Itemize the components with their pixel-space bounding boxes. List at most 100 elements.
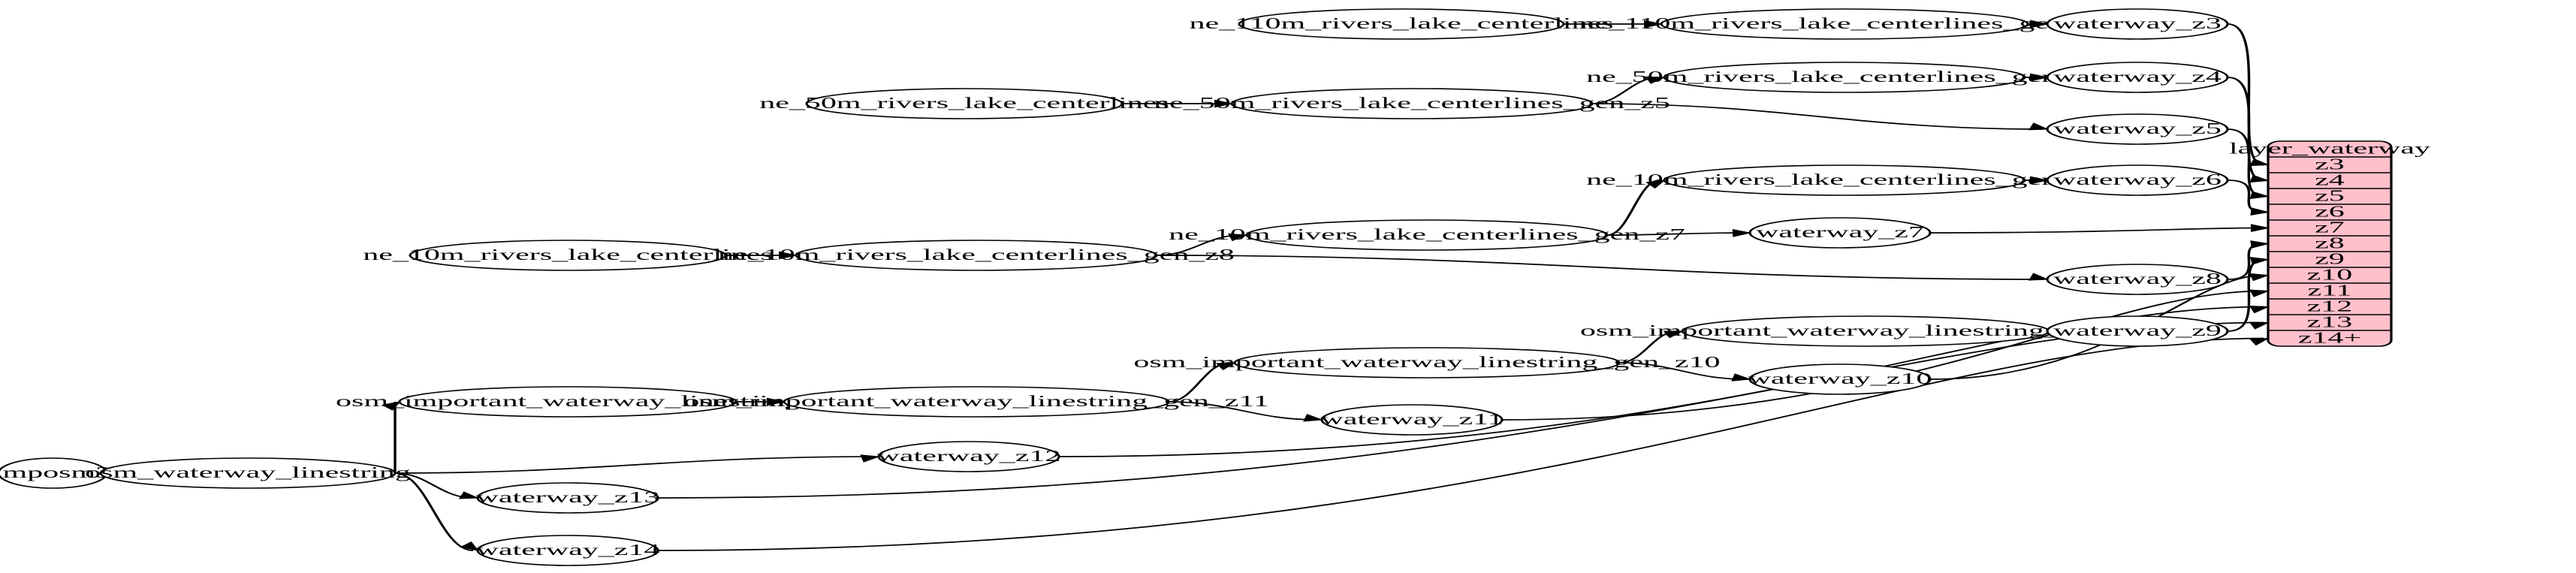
edge-waterway_z4-to-layer_waterway_z4	[2227, 77, 2270, 183]
arrow-head-icon	[2249, 289, 2270, 297]
node-imposm3[interactable]: imposm3	[0, 457, 111, 489]
edge-ne_10m_rivers_lake_centerlines_gen_z6-to-waterway_z6	[2025, 176, 2050, 185]
node-ellipse[interactable]	[476, 535, 659, 566]
edge-ne_50m_rivers_lake_centerlines_gen_z4-to-waterway_z4	[2025, 73, 2050, 82]
edge-waterway_z8-to-layer_waterway_z8	[2227, 240, 2270, 280]
node-ellipse[interactable]	[1681, 315, 2050, 347]
edge-ne_10m_rivers_lake_centerlines_gen_z8-to-waterway_z8	[1156, 255, 2050, 281]
edge-osm_important_waterway_linestring-to-osm_important_waterway_linestring_gen_z11	[736, 397, 786, 406]
edge-line	[1618, 362, 1746, 380]
edge-ne_110m_rivers_lake_centerlines-to-ne_110m_rivers_lake_centerlines_gen_z3	[1564, 20, 1664, 29]
node-ne_10m_rivers_lake_centerlines_gen_z8[interactable]: ne_10m_rivers_lake_centerlines_gen_z8	[718, 240, 1235, 271]
node-ellipse[interactable]	[2046, 8, 2229, 40]
node-ne_10m_rivers_lake_centerlines_gen_z7[interactable]: ne_10m_rivers_lake_centerlines_gen_z7	[1169, 219, 1685, 251]
edge-line	[1156, 255, 2044, 280]
node-waterway_z11[interactable]: waterway_z11	[1320, 404, 1504, 436]
node-ellipse[interactable]	[2046, 264, 2229, 295]
edge-line	[1929, 227, 2264, 234]
node-ellipse[interactable]	[1233, 347, 1621, 378]
node-ellipse[interactable]	[2046, 164, 2229, 196]
edge-osm_waterway_linestring-to-waterway_z14	[394, 472, 479, 551]
edge-line	[1606, 179, 1661, 236]
node-ne_50m_rivers_lake_centerlines_gen_z5[interactable]: ne_50m_rivers_lake_centerlines_gen_z5	[1154, 88, 1670, 119]
edge-line	[1168, 362, 1231, 403]
edge-line	[1168, 401, 1318, 421]
node-waterway_z12[interactable]: waterway_z12	[877, 441, 1061, 472]
node-ellipse[interactable]	[1230, 88, 1594, 119]
edge-osm_waterway_linestring-to-waterway_z12	[394, 454, 881, 474]
node-ellipse[interactable]	[99, 457, 397, 489]
arrow-head-icon	[2249, 273, 2270, 282]
arrow-head-icon	[2028, 122, 2050, 131]
node-ne_110m_rivers_lake_centerlines[interactable]: ne_110m_rivers_lake_centerlines	[1190, 8, 1614, 40]
arrow-head-icon	[779, 251, 798, 260]
arrow-head-icon	[381, 401, 401, 411]
edge-line	[1501, 290, 2264, 421]
node-ne_50m_rivers_lake_centerlines_gen_z4[interactable]: ne_50m_rivers_lake_centerlines_gen_z4	[1586, 62, 2103, 93]
node-ellipse[interactable]	[1245, 219, 1609, 251]
edge-line	[657, 337, 2264, 551]
node-waterway_z3[interactable]: waterway_z3	[2046, 8, 2229, 40]
arrow-head-icon	[1303, 414, 1324, 422]
node-ellipse[interactable]	[805, 88, 1124, 119]
arrow-head-icon	[1731, 373, 1752, 381]
edge-ne_110m_rivers_lake_centerlines_gen_z3-to-waterway_z3	[2028, 20, 2050, 29]
node-ellipse[interactable]	[409, 240, 727, 271]
node-ellipse[interactable]	[2046, 113, 2229, 145]
node-ne_10m_rivers_lake_centerlines_gen_z6[interactable]: ne_10m_rivers_lake_centerlines_gen_z6	[1586, 164, 2103, 196]
node-ne_50m_rivers_lake_centerlines[interactable]: ne_50m_rivers_lake_centerlines	[759, 88, 1169, 119]
node-ellipse[interactable]	[783, 386, 1170, 418]
node-ellipse[interactable]	[1238, 8, 1565, 40]
node-ellipse[interactable]	[398, 386, 738, 418]
arrow-head-icon	[1663, 330, 1685, 339]
node-ellipse[interactable]	[795, 240, 1158, 271]
edge-waterway_z7-to-layer_waterway_z7	[1929, 224, 2270, 234]
node-waterway_z6[interactable]: waterway_z6	[2046, 164, 2229, 196]
arrow-head-icon	[2250, 207, 2270, 216]
arrow-head-icon	[767, 397, 786, 406]
edge-osm_important_waterway_linestring_gen_z11-to-waterway_z11	[1168, 401, 1324, 422]
node-ellipse[interactable]	[1660, 8, 2029, 40]
arrow-head-icon	[460, 541, 479, 551]
arrow-head-icon	[1645, 179, 1667, 189]
arrow-head-icon	[2249, 306, 2270, 314]
node-ellipse[interactable]	[1748, 217, 1932, 249]
node-ne_10m_rivers_lake_centerlines[interactable]: ne_10m_rivers_lake_centerlines	[363, 240, 773, 271]
node-ellipse[interactable]	[1663, 164, 2026, 196]
node-waterway_z10[interactable]: waterway_z10	[1748, 363, 1932, 395]
node-ellipse[interactable]	[1748, 363, 1932, 395]
edge-line	[2227, 23, 2264, 166]
edge-waterway_z6-to-layer_waterway_z6	[2227, 179, 2270, 216]
arrow-head-icon	[2249, 174, 2270, 183]
node-ellipse[interactable]	[476, 482, 659, 514]
arrow-head-icon	[1228, 233, 1249, 242]
edge-ne_50m_rivers_lake_centerlines-to-ne_50m_rivers_lake_centerlines_gen_z5	[1122, 99, 1234, 108]
arrow-head-icon	[2030, 176, 2050, 185]
node-ellipse[interactable]	[2046, 315, 2229, 347]
node-ellipse[interactable]	[1320, 404, 1504, 436]
node-ellipse[interactable]	[2046, 62, 2229, 93]
node-osm_important_waterway_linestring[interactable]: osm_important_waterway_linestring	[336, 386, 800, 418]
node-osm_waterway_linestring[interactable]: osm_waterway_linestring	[85, 457, 411, 489]
arrow-head-icon	[2249, 257, 2270, 265]
node-waterway_z7[interactable]: waterway_z7	[1748, 217, 1932, 249]
arrow-head-icon	[2030, 73, 2050, 82]
edge-line	[1606, 232, 1746, 236]
node-waterway_z4[interactable]: waterway_z4	[2046, 62, 2229, 93]
node-ellipse[interactable]	[877, 441, 1060, 472]
arrow-head-icon	[2249, 337, 2270, 346]
arrow-head-icon	[2250, 240, 2270, 249]
node-waterway_z13[interactable]: waterway_z13	[476, 482, 660, 514]
edge-osm_waterway_linestring-to-waterway_z13	[394, 472, 480, 499]
edge-osm_important_waterway_linestring_gen_z10-to-waterway_z10	[1618, 362, 1752, 381]
node-waterway_z5[interactable]: waterway_z5	[2046, 113, 2229, 145]
edge-waterway_z5-to-layer_waterway_z5	[2227, 128, 2270, 200]
node-waterway_z14[interactable]: waterway_z14	[476, 535, 660, 566]
node-waterway_z8[interactable]: waterway_z8	[2046, 264, 2229, 295]
node-waterway_z9[interactable]: waterway_z9	[2046, 315, 2229, 347]
edge-ne_10m_rivers_lake_centerlines_gen_z7-to-ne_10m_rivers_lake_centerlines_gen_z6	[1606, 179, 1667, 236]
node-ellipse[interactable]	[0, 457, 108, 489]
node-ellipse[interactable]	[1663, 62, 2026, 93]
